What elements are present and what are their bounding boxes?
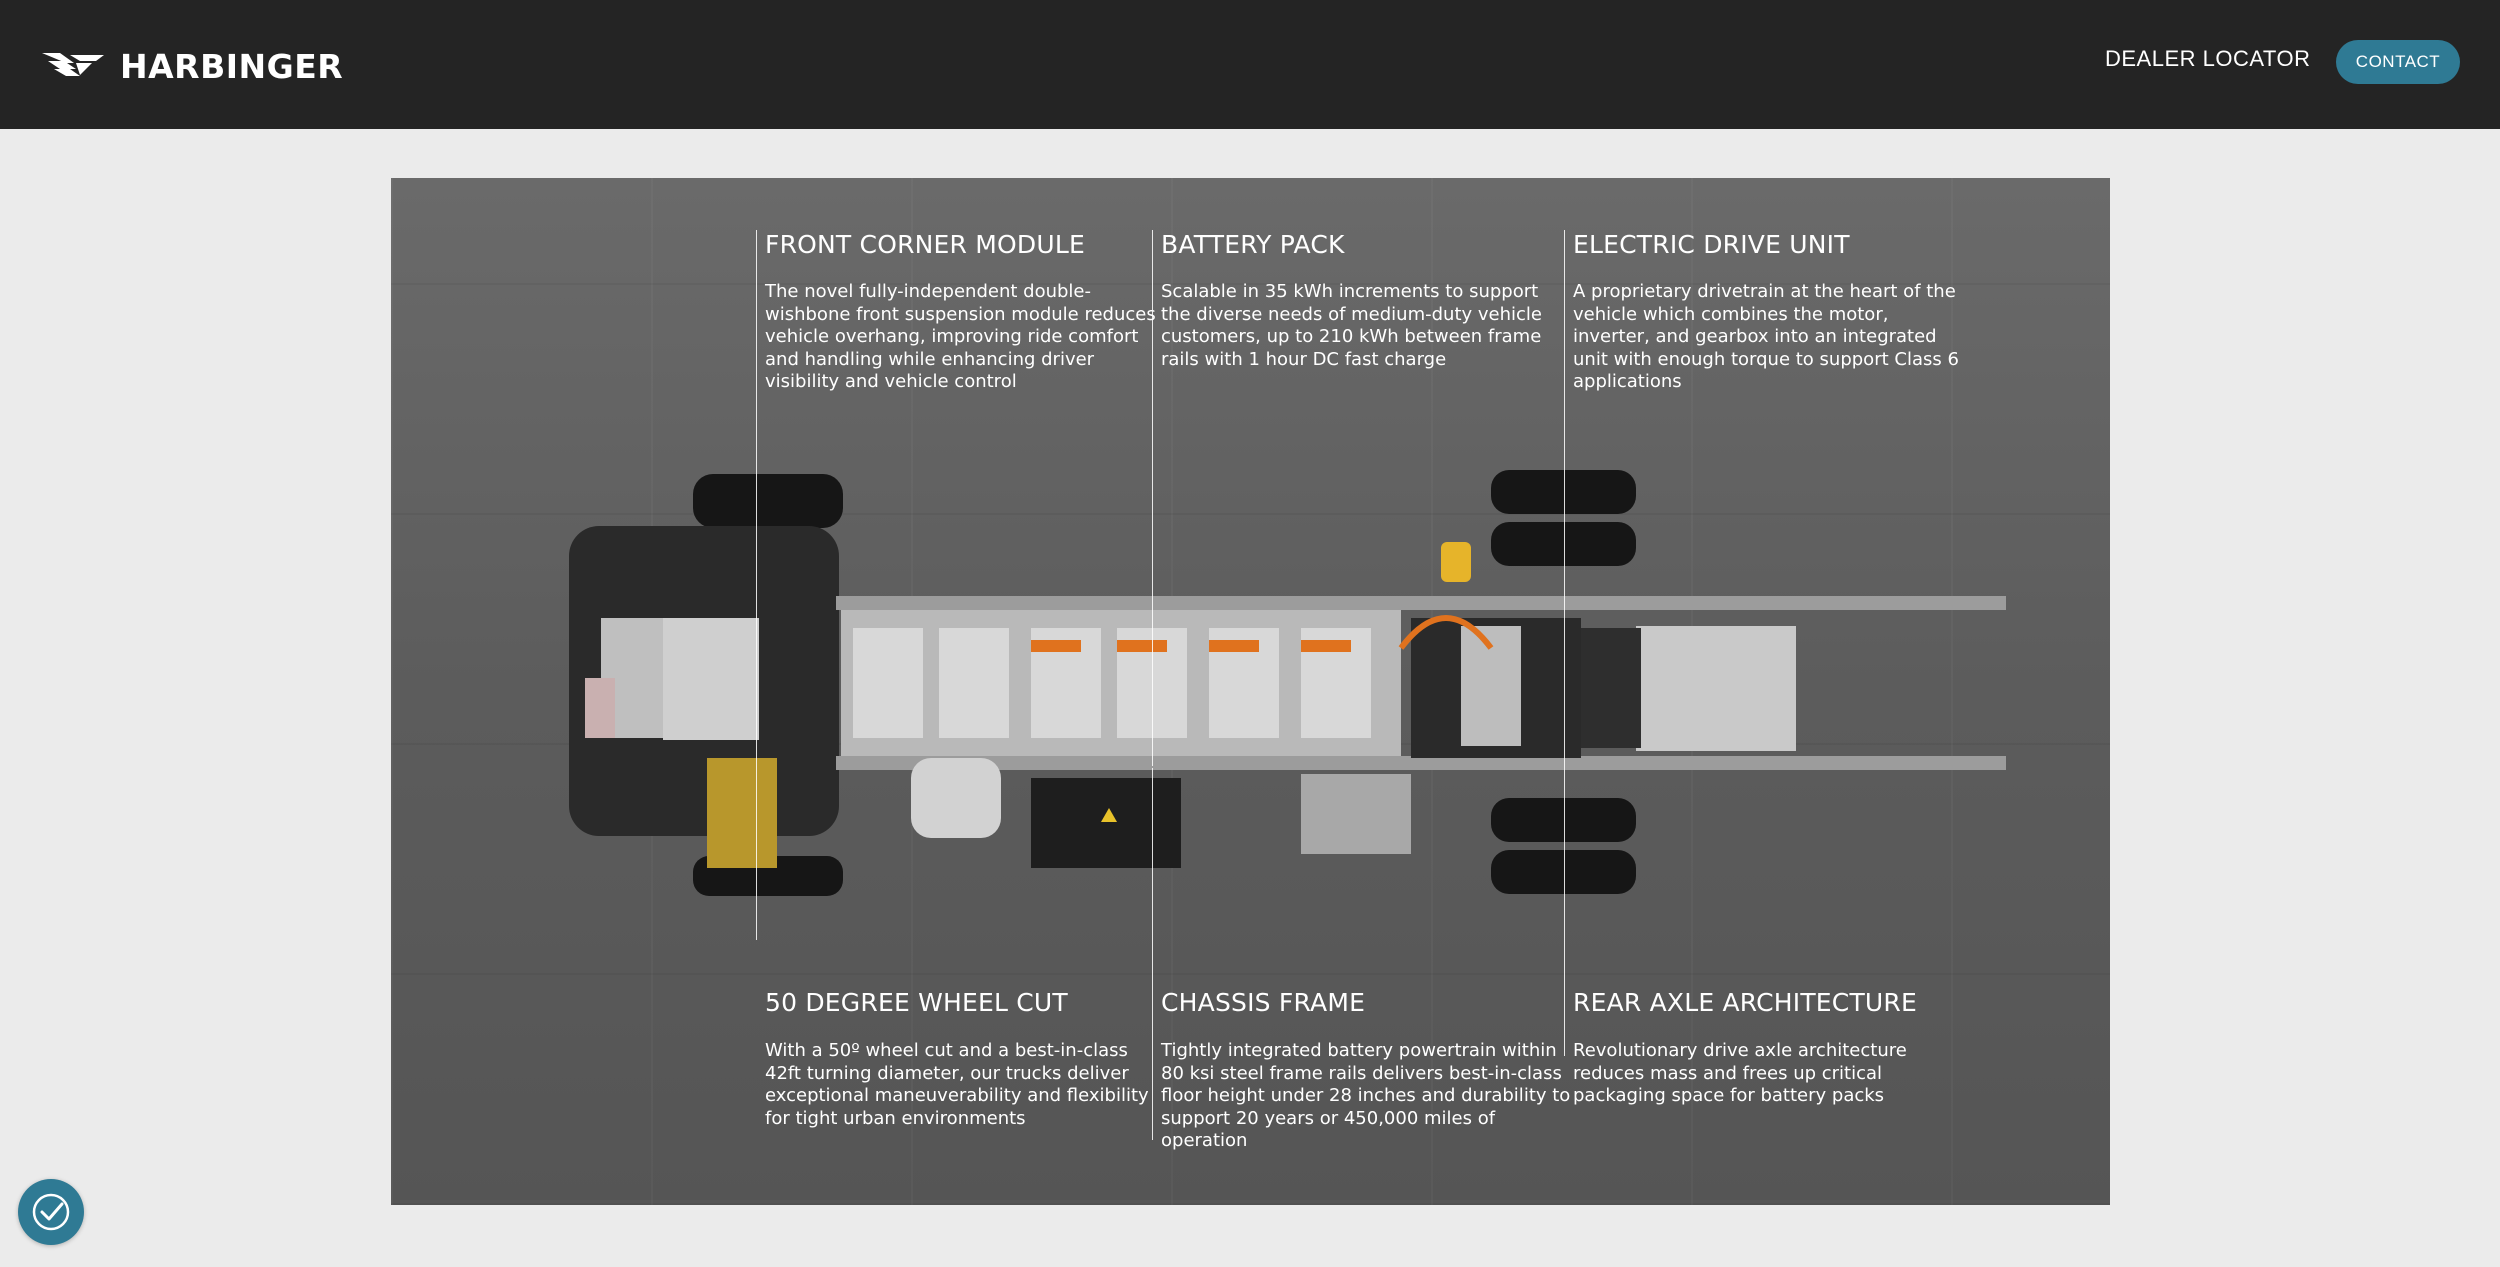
callout-description: The novel fully-independent double-wishb… [765, 281, 1156, 392]
logo-link[interactable]: HARBINGER [40, 44, 343, 88]
callout-title: ELECTRIC DRIVE UNIT [1573, 230, 1850, 259]
cookie-consent-checkmark-icon [32, 1193, 70, 1231]
callout-line [756, 230, 757, 940]
contact-button[interactable]: CONTACT [2336, 40, 2460, 84]
callout-description: With a 50º wheel cut and a best-in-class… [765, 1040, 1149, 1129]
logo-text: HARBINGER [120, 46, 344, 86]
callout-line [1152, 768, 1153, 1140]
callout-line [1152, 230, 1153, 766]
callout-title: FRONT CORNER MODULE [765, 230, 1085, 259]
nav-dealer-locator[interactable]: DEALER LOCATOR [2105, 46, 2311, 71]
harbinger-bird-logo-icon [40, 49, 106, 83]
callout-line [1564, 230, 1565, 1056]
callout-title: BATTERY PACK [1161, 230, 1345, 259]
callout-title: CHASSIS FRAME [1161, 988, 1366, 1017]
callout-description: A proprietary drivetrain at the heart of… [1573, 281, 1959, 392]
callout-title: REAR AXLE ARCHITECTURE [1573, 988, 1917, 1017]
callout-description: Tightly integrated battery powertrain wi… [1161, 1040, 1571, 1151]
chassis-illustration [569, 470, 2006, 896]
callout-title: 50 DEGREE WHEEL CUT [765, 988, 1068, 1017]
callout-description: Scalable in 35 kWh increments to support… [1161, 281, 1542, 370]
chassis-feature-image: FRONT CORNER MODULE The novel fully-inde… [391, 178, 2110, 1205]
site-header: HARBINGER DEALER LOCATOR CONTACT [0, 0, 2500, 129]
cookie-consent-button[interactable] [18, 1179, 84, 1245]
callout-description: Revolutionary drive axle architecture re… [1573, 1040, 1907, 1106]
